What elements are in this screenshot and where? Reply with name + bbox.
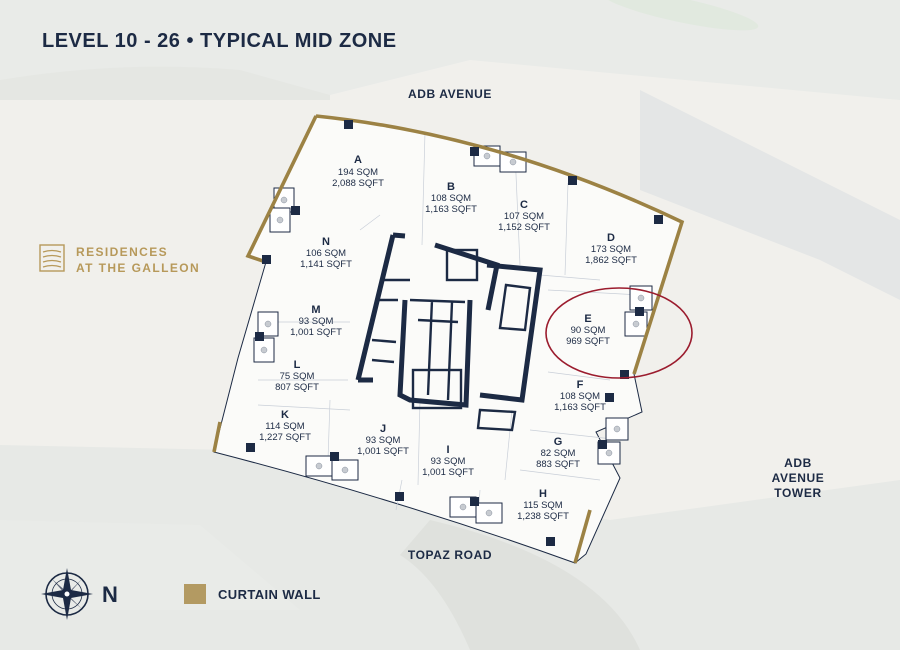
ac-ledge — [257, 311, 279, 337]
svg-text:1,862 SQFT: 1,862 SQFT — [585, 255, 637, 266]
ac-ledge — [475, 502, 503, 524]
unit-label-l: L 75 SQM 807 SQFT — [275, 359, 319, 393]
svg-text:1,163 SQFT: 1,163 SQFT — [425, 204, 477, 215]
compass-north-label: N — [102, 582, 118, 607]
svg-text:E: E — [584, 313, 591, 325]
svg-text:B: B — [447, 181, 455, 193]
svg-text:1,001 SQFT: 1,001 SQFT — [357, 446, 409, 457]
svg-text:93 SQM: 93 SQM — [366, 435, 401, 446]
svg-text:107 SQM: 107 SQM — [504, 211, 544, 222]
svg-text:1,152 SQFT: 1,152 SQFT — [498, 222, 550, 233]
compass: N — [41, 568, 118, 620]
svg-text:90 SQM: 90 SQM — [571, 325, 606, 336]
svg-text:114 SQM: 114 SQM — [265, 421, 305, 432]
svg-text:ADB: ADB — [784, 456, 812, 470]
svg-text:115 SQM: 115 SQM — [523, 500, 563, 511]
svg-text:194 SQM: 194 SQM — [338, 167, 378, 178]
unit-label-b: B 108 SQM 1,163 SQFT — [425, 181, 477, 215]
svg-text:108 SQM: 108 SQM — [560, 391, 600, 402]
svg-text:1,141 SQFT: 1,141 SQFT — [300, 259, 352, 270]
legend: CURTAIN WALL — [184, 584, 321, 604]
ac-ledge — [253, 337, 275, 363]
svg-text:82 SQM: 82 SQM — [541, 448, 576, 459]
svg-text:N: N — [322, 236, 330, 248]
svg-text:807 SQFT: 807 SQFT — [275, 382, 319, 393]
svg-text:2,088 SQFT: 2,088 SQFT — [332, 178, 384, 189]
curtain-wall-swatch — [184, 584, 206, 604]
svg-text:75 SQM: 75 SQM — [280, 371, 315, 382]
structural-columns — [246, 120, 663, 546]
unit-e-highlight-ring — [545, 287, 693, 379]
svg-text:1,001 SQFT: 1,001 SQFT — [290, 327, 342, 338]
unit-label-i: I 93 SQM 1,001 SQFT — [422, 444, 474, 478]
unit-label-c: C 107 SQM 1,152 SQFT — [498, 199, 550, 233]
svg-text:93 SQM: 93 SQM — [431, 456, 466, 467]
ac-ledge — [269, 207, 291, 233]
galleon-logo-icon — [39, 244, 65, 272]
svg-text:1,163 SQFT: 1,163 SQFT — [554, 402, 606, 413]
svg-text:173 SQM: 173 SQM — [591, 244, 631, 255]
unit-label-d: D 173 SQM 1,862 SQFT — [585, 232, 637, 266]
page-title: LEVEL 10 - 26 • TYPICAL MID ZONE — [42, 30, 397, 52]
unit-label-e: E 90 SQM 969 SQFT — [566, 313, 610, 347]
svg-text:J: J — [380, 423, 386, 435]
brand-line1: RESIDENCES — [76, 245, 168, 259]
svg-text:93 SQM: 93 SQM — [299, 316, 334, 327]
ac-ledge — [605, 417, 629, 441]
street-label-south: TOPAZ ROAD — [408, 548, 492, 562]
ac-ledge — [305, 455, 333, 477]
floor-plate — [212, 114, 685, 564]
unit-label-n: N 106 SQM 1,141 SQFT — [300, 236, 352, 270]
svg-text:F: F — [577, 379, 584, 391]
svg-text:1,001 SQFT: 1,001 SQFT — [422, 467, 474, 478]
svg-text:883 SQFT: 883 SQFT — [536, 459, 580, 470]
unit-label-h: H 115 SQM 1,238 SQFT — [517, 488, 569, 522]
street-label-north: ADB AVENUE — [408, 87, 492, 101]
svg-text:K: K — [281, 409, 289, 421]
unit-label-g: G 82 SQM 883 SQFT — [536, 436, 580, 470]
svg-text:969 SQFT: 969 SQFT — [566, 336, 610, 347]
unit-label-f: F 108 SQM 1,163 SQFT — [554, 379, 606, 413]
svg-text:AVENUE: AVENUE — [772, 471, 825, 485]
unit-label-j: J 93 SQM 1,001 SQFT — [357, 423, 409, 457]
brand-logo: RESIDENCES AT THE GALLEON — [39, 244, 200, 275]
svg-text:1,238 SQFT: 1,238 SQFT — [517, 511, 569, 522]
curtain-walls — [212, 114, 685, 564]
unit-label-a: A 194 SQM 2,088 SQFT — [332, 154, 384, 189]
svg-text:D: D — [607, 232, 615, 244]
unit-label-m: M 93 SQM 1,001 SQFT — [290, 304, 342, 338]
svg-text:108 SQM: 108 SQM — [431, 193, 471, 204]
svg-text:I: I — [446, 444, 449, 456]
ac-ledge — [449, 496, 477, 518]
street-label-east: ADB AVENUE TOWER — [772, 456, 825, 500]
svg-text:106 SQM: 106 SQM — [306, 248, 346, 259]
building-core — [355, 232, 543, 432]
svg-text:M: M — [311, 304, 320, 316]
svg-text:L: L — [294, 359, 301, 371]
svg-text:A: A — [354, 154, 362, 166]
svg-text:C: C — [520, 199, 528, 211]
curtain-wall-label: CURTAIN WALL — [218, 587, 321, 602]
svg-text:G: G — [554, 436, 563, 448]
compass-rose-icon — [41, 568, 93, 620]
svg-text:TOWER: TOWER — [774, 486, 821, 500]
svg-text:H: H — [539, 488, 547, 500]
unit-labels: A 194 SQM 2,088 SQFT B 108 SQM 1,163 SQF… — [259, 154, 637, 522]
ac-ledge — [331, 459, 359, 481]
unit-label-k: K 114 SQM 1,227 SQFT — [259, 409, 311, 443]
brand-line2: AT THE GALLEON — [76, 261, 200, 275]
svg-text:1,227 SQFT: 1,227 SQFT — [259, 432, 311, 443]
